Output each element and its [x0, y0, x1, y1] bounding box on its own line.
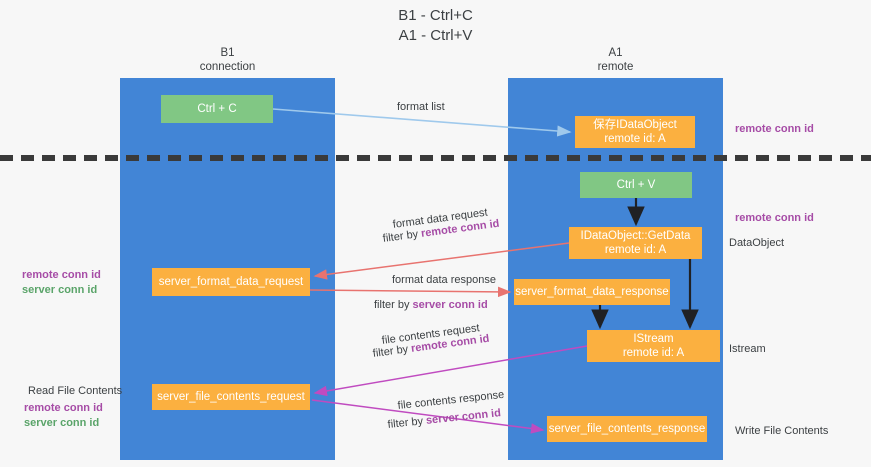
filter-key-server-conn-id: server conn id [412, 299, 488, 311]
node-istream-line2: remote id: A [622, 347, 685, 359]
node-save-idataobject[interactable]: 保存IDataObject remote id: A [575, 116, 695, 148]
node-server-file-contents-request-label: server_file_contents_request [157, 391, 305, 403]
annotation-write-file-contents: Write File Contents [735, 425, 829, 437]
phase-divider [0, 155, 871, 161]
column-header-a1-name: A1 [608, 47, 623, 59]
node-server-format-data-request-label: server_format_data_request [158, 276, 304, 288]
annotation-left-conn-ids-bottom: remote conn id server conn id [24, 401, 103, 431]
node-idataobject-getdata[interactable]: IDataObject::GetData remote id: A [569, 227, 702, 259]
node-ctrl-v[interactable]: Ctrl + V [580, 172, 692, 198]
title-line-1: B1 - Ctrl+C [398, 7, 473, 24]
filter-prefix: filter by [374, 299, 413, 311]
title-line-2: A1 - Ctrl+V [398, 27, 473, 44]
page-title: B1 - Ctrl+C A1 - Ctrl+V [0, 6, 871, 46]
node-istream[interactable]: IStream remote id: A [587, 330, 720, 362]
column-header-b1: B1 connection [120, 46, 335, 74]
node-server-file-contents-request[interactable]: server_file_contents_request [152, 384, 310, 410]
filter-key-server-conn-id: server conn id [425, 407, 502, 427]
node-ctrl-v-label: Ctrl + V [616, 179, 656, 191]
node-idataobject-getdata-line2: remote id: A [604, 244, 667, 256]
annotation-read-file-contents: Read File Contents [28, 385, 123, 397]
node-server-file-contents-response-label: server_file_contents_response [548, 423, 706, 435]
node-server-format-data-request[interactable]: server_format_data_request [152, 268, 310, 296]
filter-prefix: filter by [387, 414, 427, 431]
node-save-idataobject-line2: remote id: A [604, 133, 666, 145]
annotation-server-conn-id-left-bottom: server conn id [24, 417, 100, 429]
node-server-format-data-response-label: server_format_data_response [515, 286, 669, 298]
annotation-remote-conn-id-top: remote conn id [735, 123, 814, 135]
node-ctrl-c[interactable]: Ctrl + C [161, 95, 273, 123]
edge-label-format-data-response: format data response [392, 274, 496, 286]
node-save-idataobject-line1: 保存IDataObject [593, 119, 677, 131]
node-istream-line1: IStream [633, 333, 674, 345]
annotation-remote-conn-id-left-mid: remote conn id [22, 269, 101, 281]
edge-label-format-list: format list [397, 101, 445, 113]
edge-label-format-data-response-filter: filter by server conn id [374, 298, 488, 313]
node-idataobject-getdata-line1: IDataObject::GetData [580, 230, 691, 242]
annotation-server-conn-id-left-mid: server conn id [22, 284, 98, 296]
column-header-b1-role: connection [199, 61, 256, 73]
annotation-remote-conn-id-left-bottom: remote conn id [24, 402, 103, 414]
filter-prefix: filter by [382, 227, 422, 245]
annotation-istream: Istream [729, 343, 766, 355]
column-header-a1: A1 remote [508, 46, 723, 74]
edge-format-data-response [309, 286, 512, 298]
node-server-file-contents-response[interactable]: server_file_contents_response [547, 416, 707, 442]
annotation-dataobject: DataObject [729, 237, 785, 249]
annotation-remote-conn-id-mid: remote conn id [735, 212, 814, 224]
filter-prefix: filter by [372, 342, 412, 360]
column-header-a1-role: remote [597, 61, 634, 73]
column-header-b1-name: B1 [220, 47, 235, 59]
annotation-left-conn-ids-mid: remote conn id server conn id [22, 268, 101, 298]
node-server-format-data-response[interactable]: server_format_data_response [514, 279, 670, 305]
node-ctrl-c-label: Ctrl + C [197, 103, 237, 115]
